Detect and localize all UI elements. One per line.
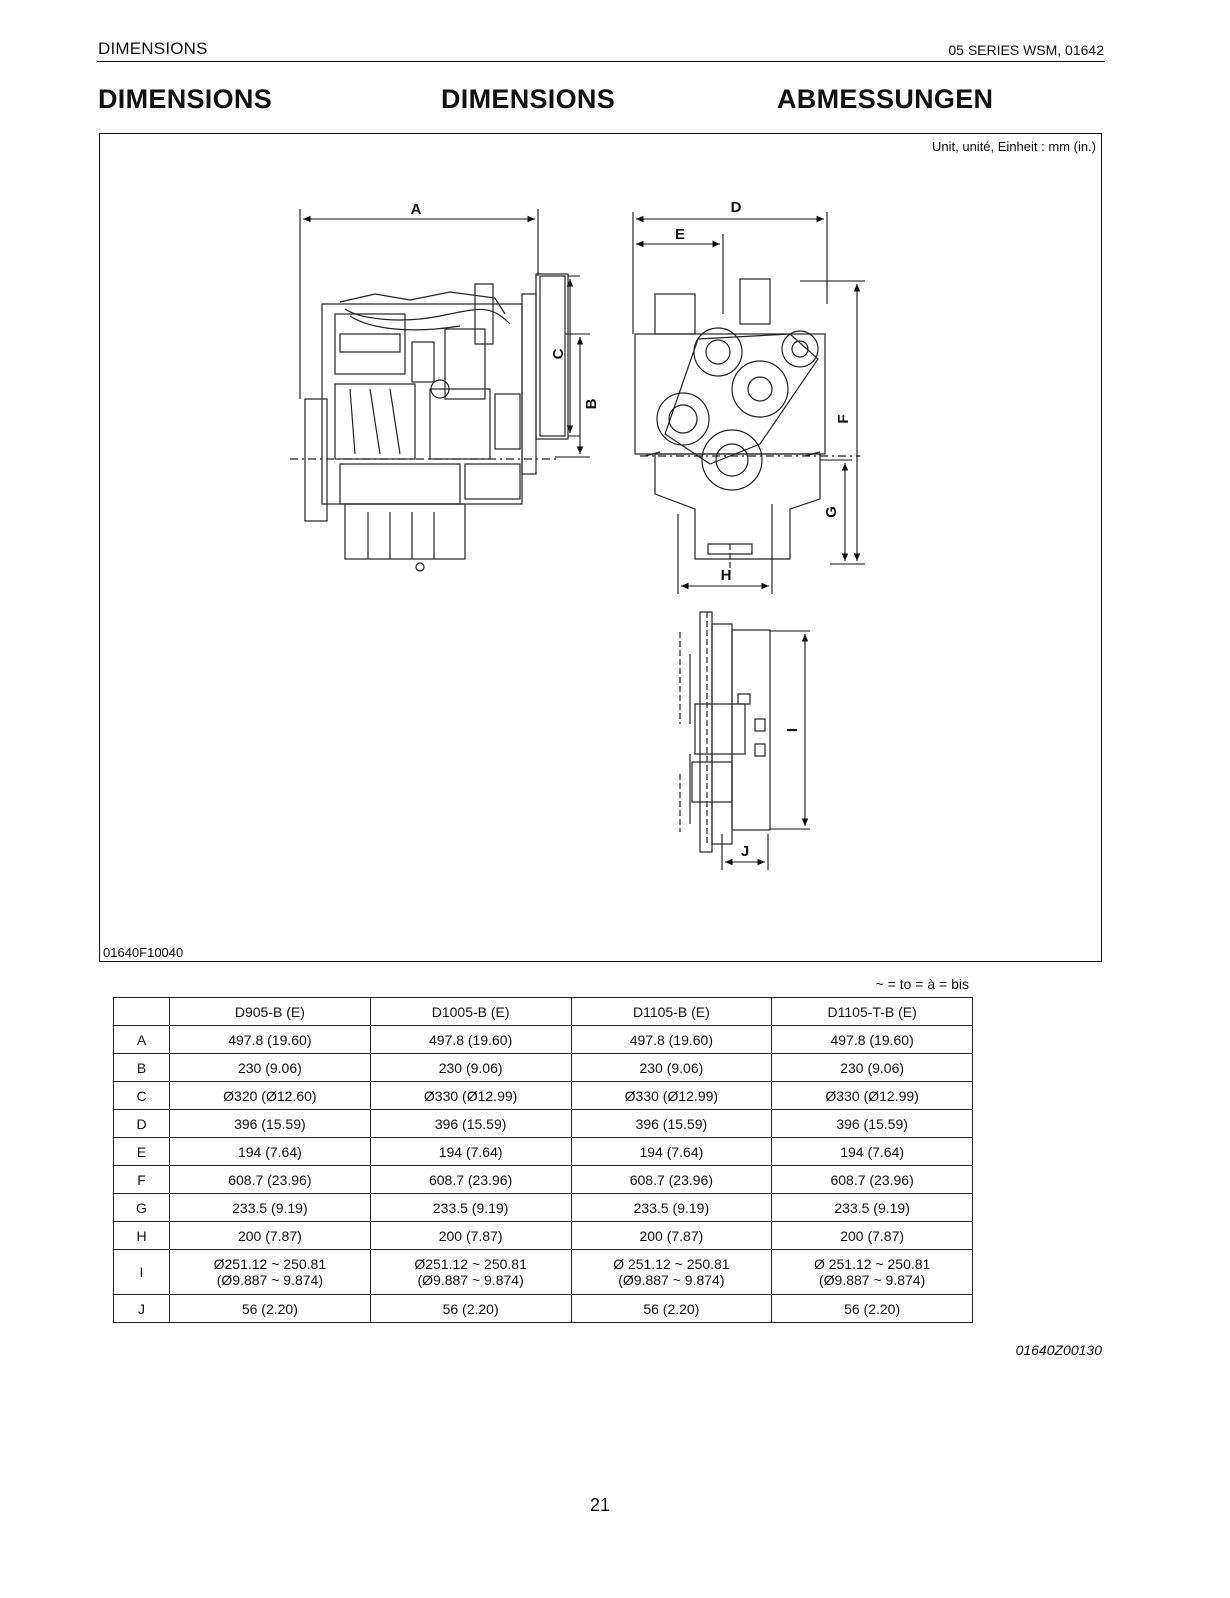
value-cell: 194 (7.64): [369, 1137, 572, 1166]
engine-dimension-drawing: A C B D E F G H I J: [290, 199, 865, 870]
value-cell: 230 (9.06): [570, 1053, 773, 1082]
table-code: 01640Z00130: [1015, 1342, 1102, 1358]
range-note: ~ = to = à = bis: [875, 976, 969, 992]
header-cell: [113, 997, 170, 1026]
value-cell: 56 (2.20): [169, 1294, 371, 1323]
dimensions-table: D905-B (E) D1005-B (E) D1105-B (E) D1105…: [113, 997, 973, 1323]
value-cell: 200 (7.87): [369, 1221, 572, 1250]
value-cell: 608.7 (23.96): [570, 1165, 773, 1194]
value-cell: 230 (9.06): [169, 1053, 371, 1082]
header-cell: D1105-B (E): [570, 997, 773, 1026]
value-cell: 233.5 (9.19): [169, 1193, 371, 1222]
label-b: B: [583, 398, 600, 409]
value-cell: 56 (2.20): [369, 1294, 572, 1323]
value-cell: Ø 251.12 ~ 250.81 (Ø9.887 ~ 9.874): [570, 1249, 773, 1295]
value-cell: 56 (2.20): [570, 1294, 773, 1323]
value-cell: Ø330 (Ø12.99): [369, 1081, 572, 1110]
label-e: E: [675, 226, 685, 243]
figure-frame: [99, 133, 1102, 962]
value-cell: 497.8 (19.60): [369, 1025, 572, 1054]
value-cell: Ø320 (Ø12.60): [169, 1081, 371, 1110]
value-cell: 497.8 (19.60): [169, 1025, 371, 1054]
value-cell: Ø330 (Ø12.99): [771, 1081, 973, 1110]
table-header-row: D905-B (E) D1005-B (E) D1105-B (E) D1105…: [113, 997, 973, 1026]
value-cell: 200 (7.87): [169, 1221, 371, 1250]
value-cell: Ø 251.12 ~ 250.81 (Ø9.887 ~ 9.874): [771, 1249, 973, 1295]
value-cell: 194 (7.64): [570, 1137, 773, 1166]
header-cell: D1005-B (E): [369, 997, 572, 1026]
value-cell: 233.5 (9.19): [570, 1193, 773, 1222]
label-a: A: [411, 201, 422, 218]
value-cell: 194 (7.64): [771, 1137, 973, 1166]
engine-front-view: [634, 278, 860, 574]
label-g: G: [823, 506, 840, 518]
value-cell: 200 (7.87): [771, 1221, 973, 1250]
row-key-cell: G: [113, 1193, 170, 1222]
running-header-section: DIMENSIONS: [98, 39, 208, 58]
engine-side-view: [290, 273, 569, 572]
value-cell: 233.5 (9.19): [771, 1193, 973, 1222]
title-french: DIMENSIONS: [441, 84, 616, 114]
value-cell: 200 (7.87): [570, 1221, 773, 1250]
value-cell: 396 (15.59): [570, 1109, 773, 1138]
title-english: DIMENSIONS: [98, 84, 273, 114]
value-cell: 56 (2.20): [771, 1294, 973, 1323]
row-key-cell: E: [113, 1137, 170, 1166]
value-cell: 608.7 (23.96): [771, 1165, 973, 1194]
row-key-cell: D: [113, 1109, 170, 1138]
value-cell: 396 (15.59): [771, 1109, 973, 1138]
title-german: ABMESSUNGEN: [777, 84, 994, 114]
value-cell: 497.8 (19.60): [570, 1025, 773, 1054]
value-cell: 230 (9.06): [771, 1053, 973, 1082]
value-cell: 396 (15.59): [369, 1109, 572, 1138]
label-f: F: [835, 414, 852, 423]
value-cell: Ø251.12 ~ 250.81 (Ø9.887 ~ 9.874): [369, 1249, 572, 1295]
value-cell: 608.7 (23.96): [369, 1165, 572, 1194]
label-j: J: [741, 843, 749, 860]
label-c: C: [550, 348, 567, 359]
row-key-cell: A: [113, 1025, 170, 1054]
header-rule: [97, 61, 1105, 62]
value-cell: 396 (15.59): [169, 1109, 371, 1138]
row-key-cell: I: [113, 1249, 170, 1295]
row-key-cell: H: [113, 1221, 170, 1250]
page-number: 21: [590, 1495, 611, 1515]
value-cell: 497.8 (19.60): [771, 1025, 973, 1054]
value-cell: Ø251.12 ~ 250.81 (Ø9.887 ~ 9.874): [169, 1249, 371, 1295]
row-key-cell: C: [113, 1081, 170, 1110]
value-cell: 194 (7.64): [169, 1137, 371, 1166]
header-cell: D905-B (E): [169, 997, 371, 1026]
value-cell: 233.5 (9.19): [369, 1193, 572, 1222]
unit-note: Unit, unité, Einheit : mm (in.): [932, 139, 1096, 154]
label-h: H: [721, 567, 732, 584]
row-key-cell: J: [113, 1294, 170, 1323]
figure-code: 01640F10040: [103, 945, 184, 960]
value-cell: 608.7 (23.96): [169, 1165, 371, 1194]
value-cell: Ø330 (Ø12.99): [570, 1081, 773, 1110]
label-i: I: [784, 728, 801, 732]
header-cell: D1105-T-B (E): [771, 997, 973, 1026]
value-cell: 230 (9.06): [369, 1053, 572, 1082]
flywheel-section-view: [679, 611, 771, 853]
row-key-cell: F: [113, 1165, 170, 1194]
row-key-cell: B: [113, 1053, 170, 1082]
dimension-lines: [299, 209, 865, 870]
running-header-manual: 05 SERIES WSM, 01642: [948, 42, 1104, 58]
label-d: D: [731, 199, 742, 216]
